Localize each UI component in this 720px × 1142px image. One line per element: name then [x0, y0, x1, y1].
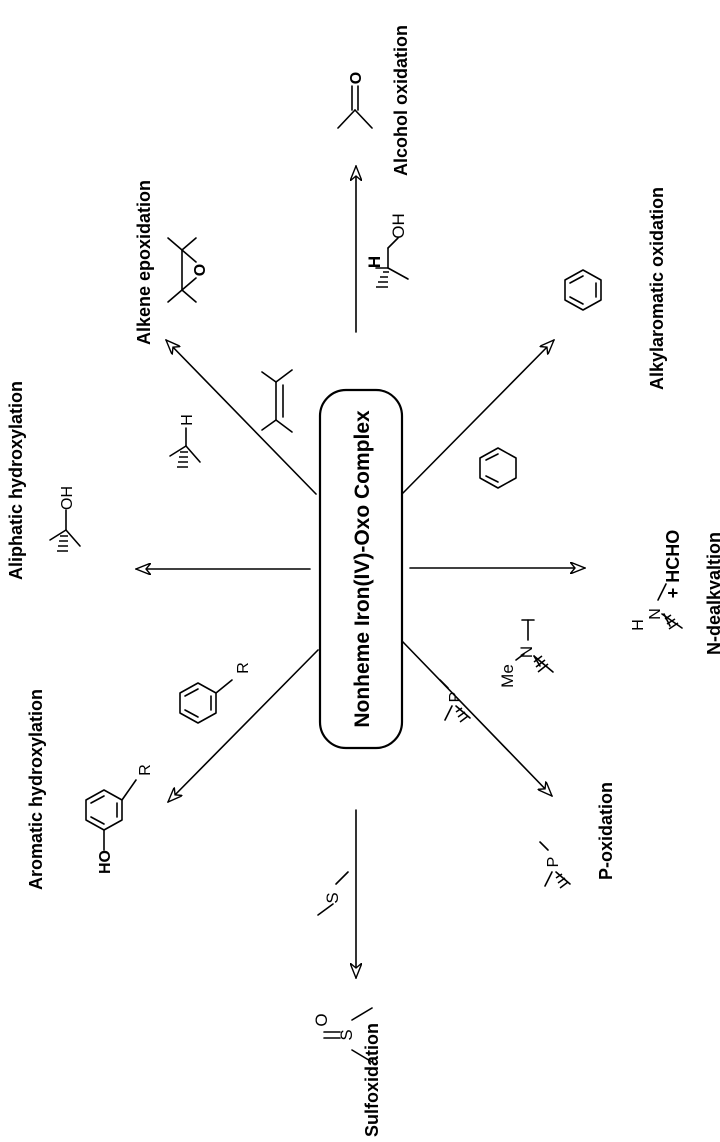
alkene-epoxidation-title: Alkene epoxidation [134, 180, 154, 345]
alkene-substrate-structure [261, 369, 293, 433]
alcohol-oh-label: OH [389, 213, 408, 239]
reaction-alkylaromatic-oxidation: Alkylaromatic oxidation [479, 187, 667, 489]
alkane-substrate-structure: H [169, 414, 201, 468]
phenol-r-label: R [137, 764, 154, 776]
center-complex: Nonheme Iron(IV)-Oxo Complex [318, 388, 404, 750]
sulfide-substrate-structure: S [317, 871, 349, 916]
amine-substrate-n-label: N [517, 646, 536, 658]
reaction-p-oxidation: P-oxidation P P [439, 679, 616, 889]
arrow-alkene-epoxidation [166, 340, 317, 495]
phenol-ho-label: HO [97, 850, 114, 874]
reaction-sulfoxidation: Sulfoxidation O S S [312, 871, 382, 1137]
alcohol-oxidation-title: Alcohol oxidation [391, 25, 411, 176]
sulfoxide-o-label: O [312, 1013, 331, 1026]
sulfoxide-product-structure: O S [312, 1007, 373, 1063]
phosphine-oxide-p-label: P [545, 857, 562, 868]
reaction-alcohol-oxidation: Alcohol oxidation O H OH [337, 25, 411, 288]
aliphatic-oh-label: OH [59, 486, 76, 510]
reaction-aliphatic-hydroxylation: Aliphatic hydroxylation OH H [6, 381, 201, 580]
arrow-aromatic-hydroxylation [168, 649, 319, 802]
n-dealkylation-title: N-dealkyaltion [704, 532, 720, 655]
alkylaromatic-oxidation-title: Alkylaromatic oxidation [647, 187, 667, 390]
reaction-n-dealkylation: N-dealkyaltion H N + HCHO Me N [498, 530, 720, 688]
amine-n-label: N [647, 608, 664, 620]
epoxide-product-structure: O [167, 237, 209, 303]
alkane-h-label: H [179, 414, 196, 426]
epoxide-oxygen-label: O [192, 264, 209, 276]
arrow-p-oxidation [401, 640, 552, 796]
alcohol-substrate-structure: H OH [365, 213, 409, 288]
formaldehyde-byproduct-label: + HCHO [663, 530, 683, 599]
amine-product-structure: H N + HCHO [630, 530, 683, 631]
reaction-aromatic-hydroxylation: Aromatic hydroxylation HO R R [26, 662, 252, 890]
ketone-product-structure: O [337, 72, 373, 129]
cyclohexadiene-substrate-structure [479, 447, 517, 489]
aromatic-hydroxylation-title: Aromatic hydroxylation [26, 689, 46, 890]
amine-h-label: H [630, 619, 647, 631]
phosphine-substrate-structure: P [439, 679, 471, 723]
reaction-alkene-epoxidation: Alkene epoxidation O [134, 180, 293, 433]
alcohol-h-label: H [365, 256, 384, 268]
arene-r-label: R [235, 662, 252, 674]
alcohol-product-structure: OH [49, 486, 81, 552]
methylamine-substrate-structure: Me N [498, 619, 554, 688]
p-oxidation-title: P-oxidation [596, 782, 616, 880]
center-complex-box [318, 388, 404, 750]
aliphatic-hydroxylation-title: Aliphatic hydroxylation [6, 381, 26, 580]
amine-me-label: Me [498, 664, 517, 688]
ketone-oxygen-label: O [348, 72, 365, 84]
sulfoxidation-title: Sulfoxidation [362, 1023, 382, 1137]
phenol-product-structure: HO R [85, 764, 154, 874]
sulfoxide-s-label: S [337, 1029, 356, 1040]
phosphine-oxide-product-structure: P [539, 841, 571, 889]
phosphine-p-label: P [447, 692, 464, 703]
center-complex-label: Nonheme Iron(IV)-Oxo Complex [351, 410, 374, 728]
benzene-product-structure [564, 269, 602, 311]
arrows [136, 166, 585, 978]
arene-substrate-structure: R [179, 662, 252, 724]
sulfide-s-label: S [323, 892, 342, 903]
arrow-alkylaromatic-oxidation [402, 340, 554, 494]
